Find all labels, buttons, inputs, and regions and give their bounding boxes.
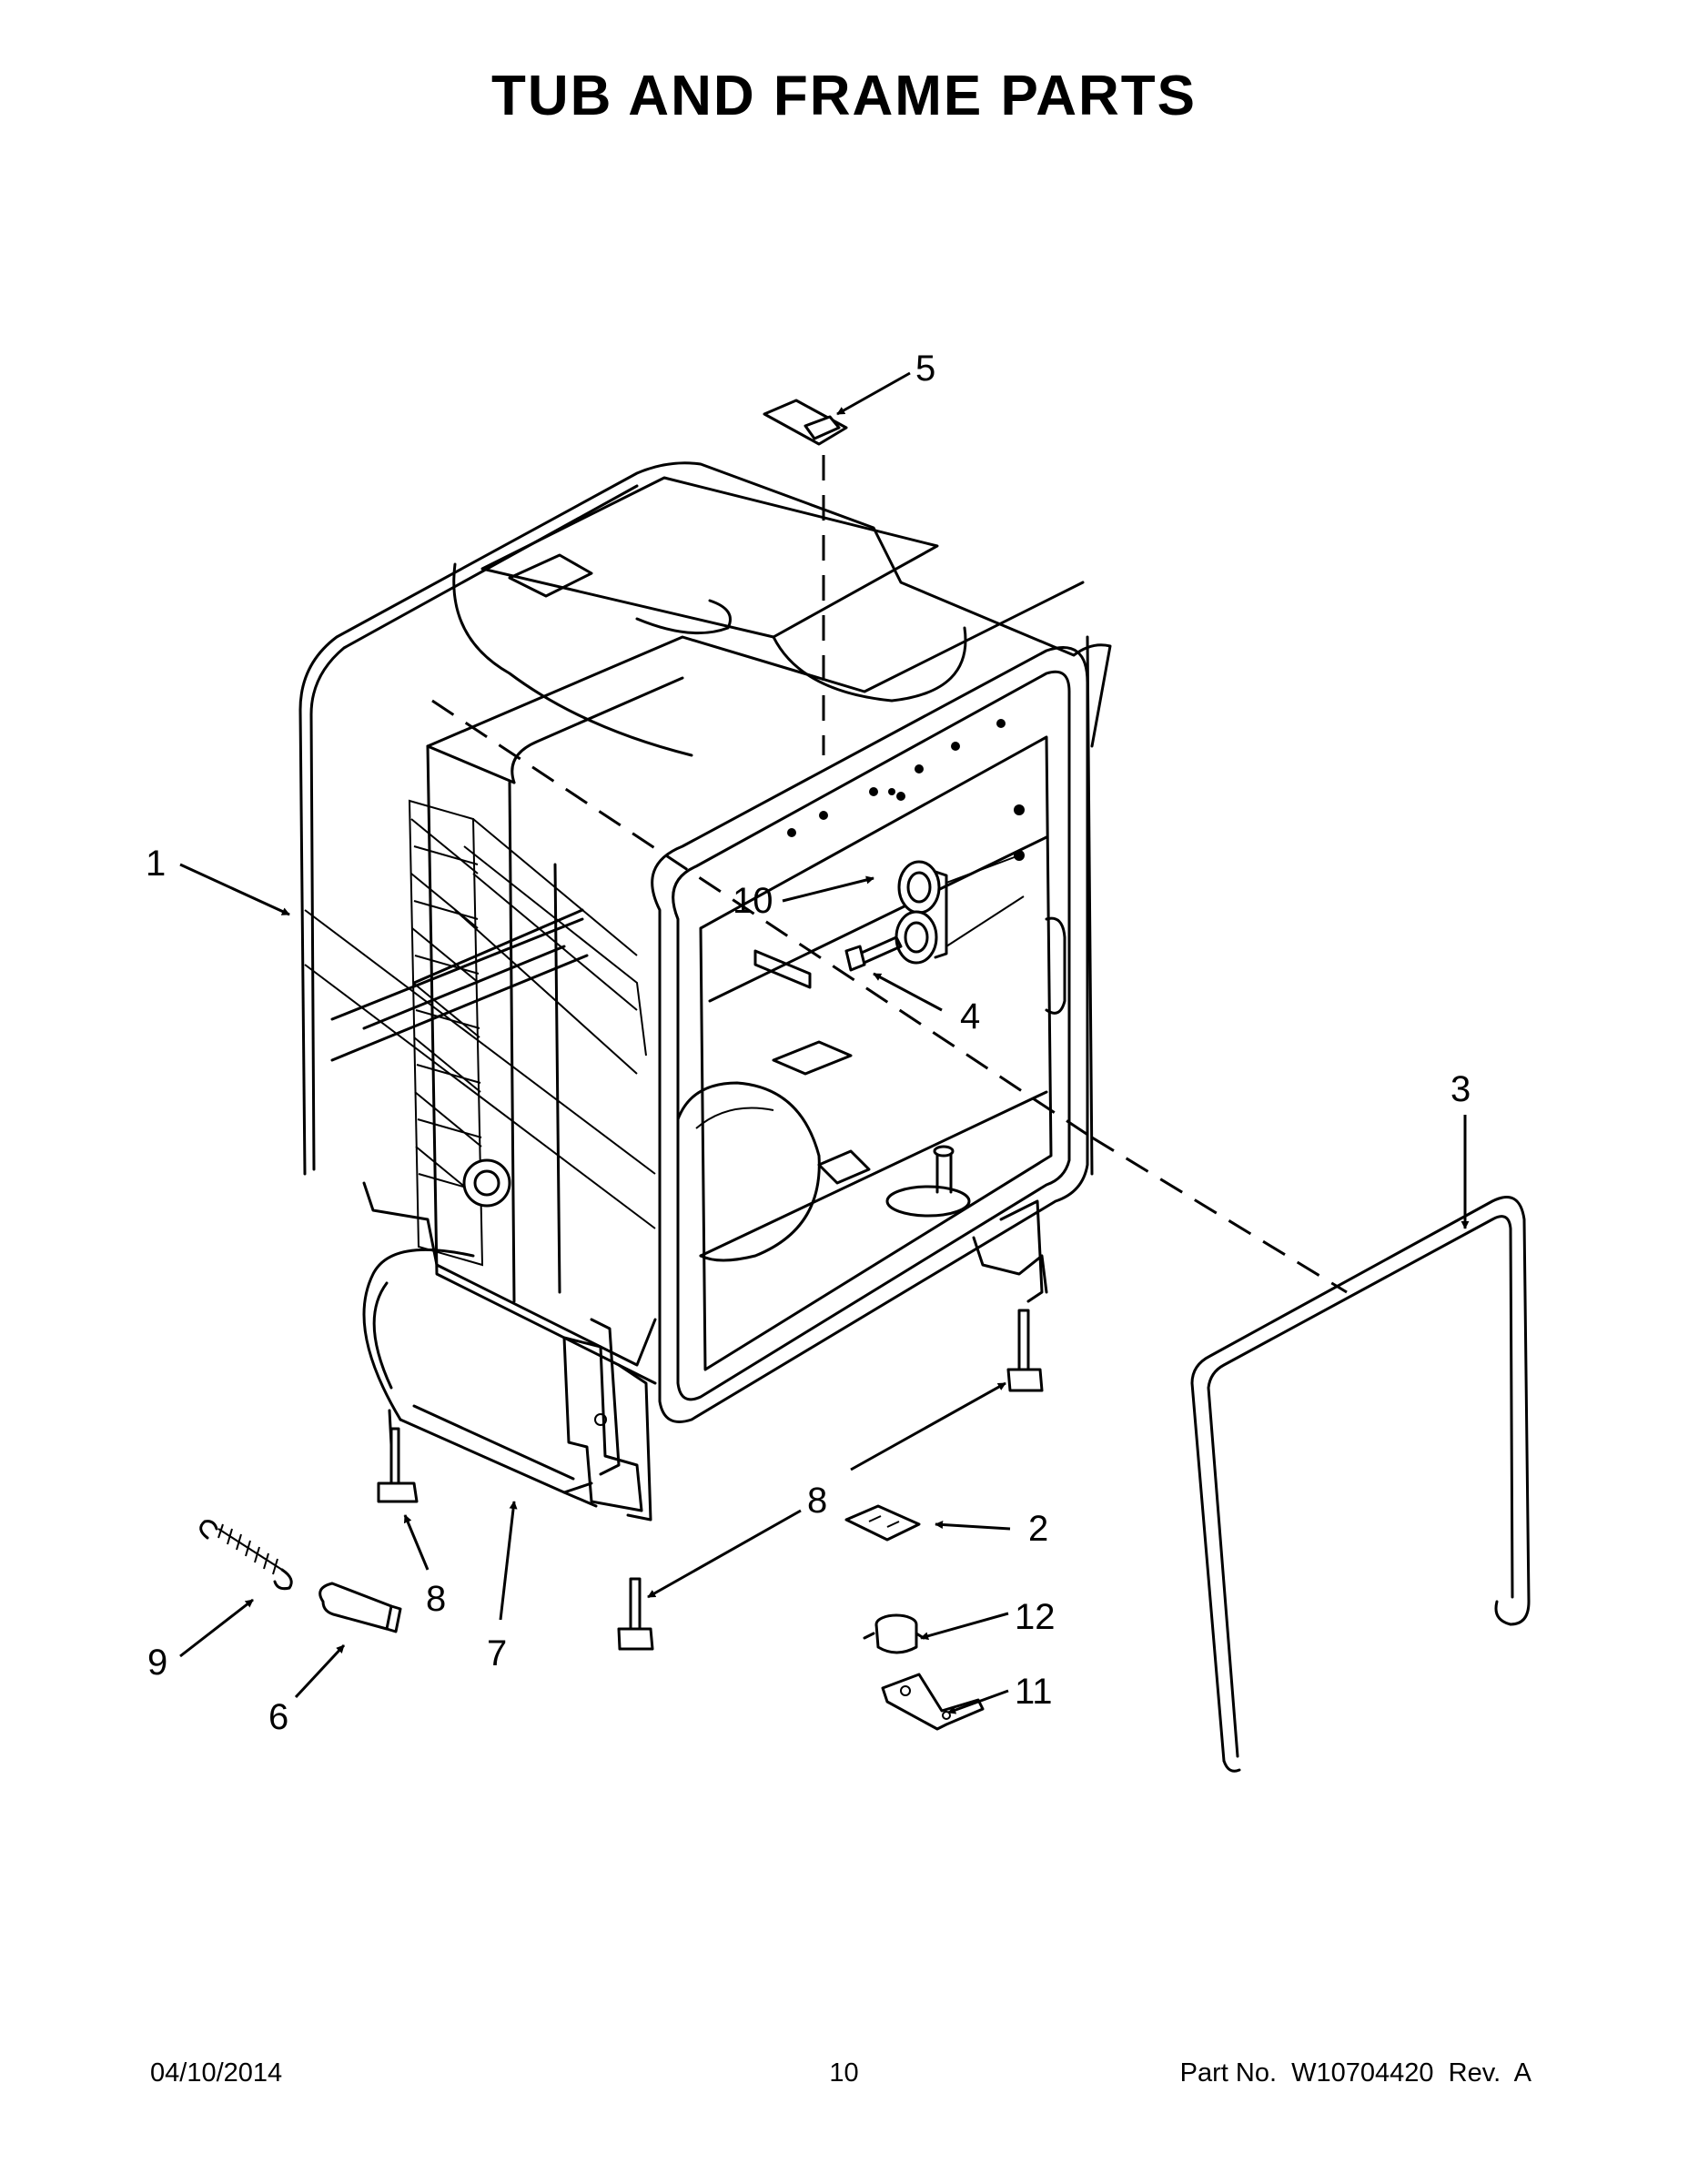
part-2-clip bbox=[844, 1504, 921, 1542]
callout-9: 9 bbox=[147, 1643, 167, 1683]
callout-5: 5 bbox=[915, 349, 935, 389]
part-9-spring bbox=[199, 1520, 293, 1591]
part-8-leveling-legs bbox=[377, 1309, 1044, 1651]
callout-11: 11 bbox=[1015, 1672, 1053, 1712]
part-11-bracket bbox=[881, 1673, 985, 1731]
part-7-rod bbox=[562, 1491, 598, 1508]
footer-page-number: 10 bbox=[829, 2058, 859, 2088]
callout-8-left: 8 bbox=[426, 1579, 446, 1619]
assembly-centerline bbox=[431, 699, 1093, 1139]
callout-labels: 1 2 3 4 5 6 7 8 8 9 10 11 12 bbox=[146, 349, 1471, 1737]
part-6-pad bbox=[318, 1582, 402, 1633]
footer-date: 04/10/2014 bbox=[150, 2058, 283, 2088]
callout-6: 6 bbox=[268, 1697, 288, 1737]
page-title: TUB AND FRAME PARTS bbox=[490, 65, 1198, 127]
part-3-door-gasket bbox=[1091, 1136, 1531, 1773]
part-10-grommets bbox=[895, 854, 1025, 965]
callout-1: 1 bbox=[146, 844, 166, 884]
part-12-thermostat bbox=[863, 1613, 925, 1654]
callout-10: 10 bbox=[733, 881, 773, 921]
callout-2: 2 bbox=[1028, 1509, 1048, 1549]
footer-part-number: Part No. W10704420 Rev. A bbox=[1179, 2058, 1531, 2088]
callout-8-center: 8 bbox=[807, 1481, 827, 1521]
part-4-screw bbox=[844, 935, 903, 972]
part-5-clip bbox=[763, 399, 848, 755]
tub-assembly bbox=[298, 461, 1112, 1522]
callout-4: 4 bbox=[960, 996, 980, 1036]
leader-lines bbox=[179, 371, 1470, 1714]
callout-7: 7 bbox=[487, 1633, 507, 1673]
callout-3: 3 bbox=[1450, 1069, 1471, 1109]
callout-12: 12 bbox=[1015, 1597, 1056, 1637]
